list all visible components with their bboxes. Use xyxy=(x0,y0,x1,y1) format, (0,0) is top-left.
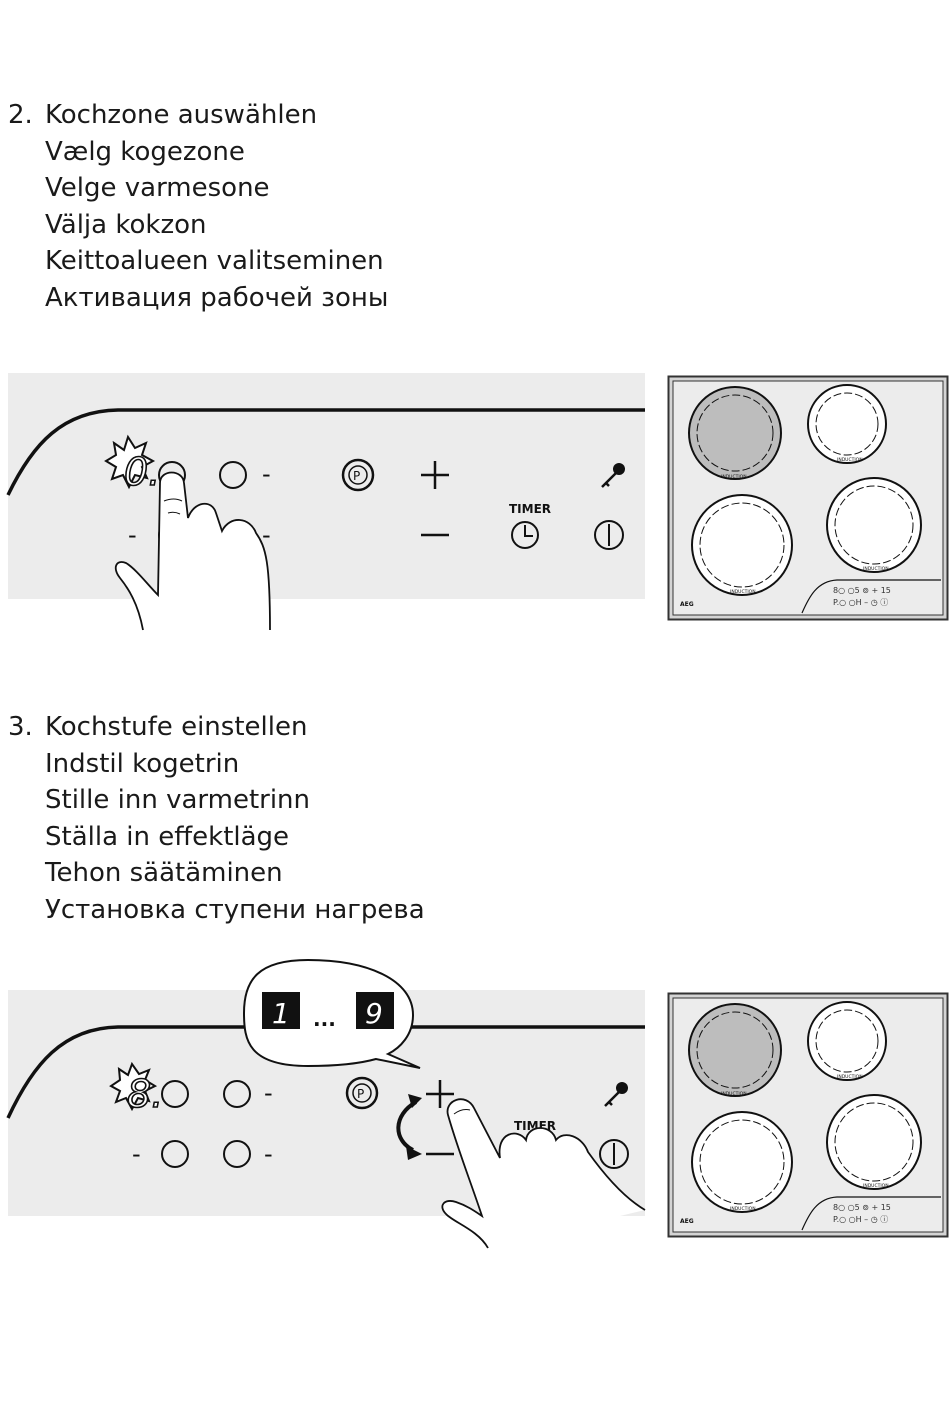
step-2-titles: Kochzone auswählen Vælg kogezone Velge v… xyxy=(45,97,388,317)
key-icon xyxy=(616,1082,628,1094)
svg-text:INDUCTION: INDUCTION xyxy=(837,457,863,463)
step-title-de: Kochstufe einstellen xyxy=(45,712,308,742)
hob-drawing: INDUCTION INDUCTION INDUCTION INDUCTION … xyxy=(667,375,949,621)
step-number: 3. xyxy=(8,712,33,742)
step-title-ru: Установка ступени нагрева xyxy=(45,894,425,925)
cooking-zone-active xyxy=(688,1003,782,1097)
svg-text:INDUCTION: INDUCTION xyxy=(837,1074,863,1080)
control-panel-drawing: 0. - - - P TIMER xyxy=(6,408,645,631)
brand-logo: AEG xyxy=(680,601,694,608)
powerboost-icon xyxy=(341,458,375,492)
step-title-da: Indstil kogetrin xyxy=(45,748,240,779)
brand-logo: AEG xyxy=(680,1218,694,1225)
zone-button-icon xyxy=(161,1140,189,1168)
powerboost-icon xyxy=(345,1076,379,1110)
svg-text:INDUCTION: INDUCTION xyxy=(863,1183,889,1189)
plus-icon xyxy=(426,1080,454,1108)
control-panel-illustration: 1 ... 9 8. - - - P TIMER xyxy=(6,958,646,1249)
hand-illustration xyxy=(114,471,271,631)
step-title-ru: Активация рабочей зоны xyxy=(45,282,389,313)
callout-min: 1 xyxy=(272,997,290,1030)
zone-button-icon xyxy=(223,1140,251,1168)
adjust-arrow-icon xyxy=(396,1100,418,1152)
plus-icon xyxy=(421,461,449,489)
svg-text:INDUCTION: INDUCTION xyxy=(721,1091,747,1097)
clock-icon xyxy=(511,521,539,549)
step-number: 2. xyxy=(8,100,33,130)
svg-text:P: P xyxy=(353,469,360,483)
cooking-zone xyxy=(691,494,793,596)
panel-edge-line xyxy=(6,1025,645,1119)
cooking-zone xyxy=(807,1001,887,1081)
svg-text:P: P xyxy=(357,1087,364,1101)
minus-label: - xyxy=(264,1140,273,1168)
step-title-da: Vælg kogezone xyxy=(45,136,245,167)
zone-display-digit: 8. xyxy=(127,1072,163,1116)
hob-drawing: INDUCTION INDUCTION INDUCTION INDUCTION … xyxy=(667,992,949,1238)
svg-text:INDUCTION: INDUCTION xyxy=(863,566,889,572)
zone-button-icon xyxy=(223,1080,251,1108)
step-title-de: Kochzone auswählen xyxy=(45,100,318,130)
minus-label: - xyxy=(264,1079,273,1107)
control-panel-drawing: 1 ... 9 8. - - - P TIMER xyxy=(6,958,646,1249)
svg-text:P.○ ○H – ◷ ⓘ: P.○ ○H – ◷ ⓘ xyxy=(833,598,888,607)
step-title-sv: Välja kokzon xyxy=(45,209,207,240)
power-icon xyxy=(594,520,624,550)
flash-burst-icon xyxy=(104,434,156,490)
svg-text:INDUCTION: INDUCTION xyxy=(730,589,756,595)
svg-text:P.○ ○H – ◷ ⓘ: P.○ ○H – ◷ ⓘ xyxy=(833,1215,888,1224)
minus-label: - xyxy=(128,521,137,549)
flash-burst-icon xyxy=(109,1061,158,1112)
panel-edge-line xyxy=(6,408,645,496)
display-max-box xyxy=(356,992,394,1029)
zone-button-icon xyxy=(161,1080,189,1108)
step-title-no: Velge varmesone xyxy=(45,173,270,204)
svg-text:INDUCTION: INDUCTION xyxy=(730,1206,756,1212)
cooking-zone-active xyxy=(688,386,782,480)
timer-label: TIMER xyxy=(509,502,551,516)
svg-text:8○ ○5 ⊚ + 15: 8○ ○5 ⊚ + 15 xyxy=(833,586,891,595)
power-icon xyxy=(599,1139,629,1169)
cooking-zone xyxy=(826,1094,922,1190)
cooking-zone xyxy=(807,384,887,464)
step-title-fi: Keittoalueen valitseminen xyxy=(45,246,384,277)
svg-text:INDUCTION: INDUCTION xyxy=(721,474,747,480)
cooking-zone xyxy=(691,1111,793,1213)
step-title-no: Stille inn varmetrinn xyxy=(45,785,311,816)
step-title-fi: Tehon säätäminen xyxy=(45,858,283,889)
hand-illustration xyxy=(441,1098,646,1249)
hob-overview: INDUCTION INDUCTION INDUCTION INDUCTION … xyxy=(667,375,949,621)
svg-text:8○ ○5 ⊚ + 15: 8○ ○5 ⊚ + 15 xyxy=(833,1203,891,1212)
callout-bubble xyxy=(242,958,421,1069)
hob-overview: INDUCTION INDUCTION INDUCTION INDUCTION … xyxy=(667,992,949,1238)
display-min-box xyxy=(262,992,300,1029)
control-panel-illustration: 0. - - - P TIMER xyxy=(6,373,645,631)
step-title-sv: Ställa in effektläge xyxy=(45,821,290,852)
callout-separator: ... xyxy=(313,1007,336,1031)
key-icon xyxy=(613,463,625,475)
cooking-zone xyxy=(826,477,922,573)
zone-button-icon xyxy=(219,461,247,489)
callout-max: 9 xyxy=(365,997,383,1030)
zone-display-digit: 0. xyxy=(124,450,160,494)
minus-label: - xyxy=(262,521,271,549)
minus-label: - xyxy=(262,460,271,488)
step-3-titles: Kochstufe einstellen Indstil kogetrin St… xyxy=(45,709,425,929)
minus-label: - xyxy=(132,1140,141,1168)
